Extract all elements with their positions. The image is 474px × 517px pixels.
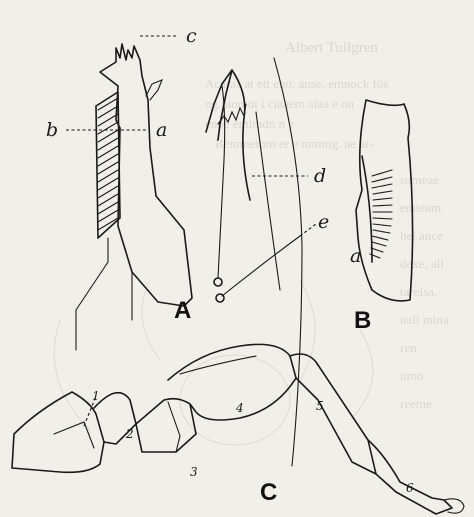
bleed-author-line: Albert Tullgren bbox=[285, 40, 378, 56]
leg-femur-joint bbox=[168, 402, 180, 452]
segment-number: 5 bbox=[316, 399, 324, 413]
bleed-emblem bbox=[54, 280, 373, 430]
leg-femur bbox=[136, 399, 196, 452]
chelicera-stem bbox=[76, 238, 132, 350]
panel-label-a: A bbox=[174, 297, 191, 324]
bleed-line: sumeae bbox=[400, 172, 439, 187]
leg-claw bbox=[444, 499, 464, 513]
panel-a-drawing: c b a d e A bbox=[46, 25, 329, 466]
callout-d: d bbox=[314, 165, 326, 187]
seta-base bbox=[214, 278, 222, 286]
callout-b: b bbox=[46, 119, 58, 141]
bleed-emblem-body bbox=[180, 355, 290, 445]
leg-patella bbox=[168, 344, 296, 420]
bleed-line: ren. bbox=[400, 340, 420, 355]
serrula-b-teeth bbox=[370, 170, 392, 258]
segment-number: 2 bbox=[125, 427, 134, 441]
bleed-line: ng nion ni i ciaaem aiaa e on bbox=[205, 96, 355, 111]
bleed-line: emteam. bbox=[400, 200, 444, 215]
bleed-line: nall mina bbox=[400, 312, 449, 327]
bleed-line: umo bbox=[400, 368, 423, 383]
leg-tibia bbox=[290, 354, 376, 474]
callout-e: e bbox=[318, 211, 329, 233]
serrula-hatching bbox=[98, 98, 118, 230]
chelicera-outline bbox=[100, 44, 192, 306]
panel-label-c: C bbox=[260, 479, 277, 506]
segment-number: 6 bbox=[406, 481, 414, 495]
panel-label-b: B bbox=[354, 307, 371, 334]
bleed-line: Acaras at ett eno. anse. emnock fös bbox=[205, 76, 388, 91]
seta-e bbox=[222, 236, 300, 296]
callout-a: a bbox=[156, 119, 167, 141]
movable-finger bbox=[146, 80, 162, 100]
panel-c-drawing: 1 2 3 4 5 6 C bbox=[12, 344, 464, 514]
bleed-line: hel ance bbox=[400, 228, 443, 243]
segment-number: 1 bbox=[92, 389, 100, 403]
segment-number: 3 bbox=[190, 465, 198, 479]
leg-coxa-inner bbox=[54, 422, 94, 448]
leader-e bbox=[300, 224, 316, 236]
bleed-line: reeme bbox=[400, 396, 432, 411]
leg-tarsus bbox=[368, 440, 452, 514]
segment-number: 4 bbox=[235, 401, 244, 415]
seta-e-base bbox=[216, 294, 224, 302]
callout-c: c bbox=[186, 25, 197, 47]
callout-a-small: a bbox=[350, 245, 361, 267]
bleed-line: Bemmeiom er e mmmg. ae ar- bbox=[215, 136, 374, 151]
leg-patella-inner bbox=[180, 356, 256, 374]
bleed-line: tarelsa, bbox=[400, 284, 437, 299]
serrula-b-blade bbox=[362, 156, 372, 262]
bleed-line: dexe, all bbox=[400, 256, 444, 271]
